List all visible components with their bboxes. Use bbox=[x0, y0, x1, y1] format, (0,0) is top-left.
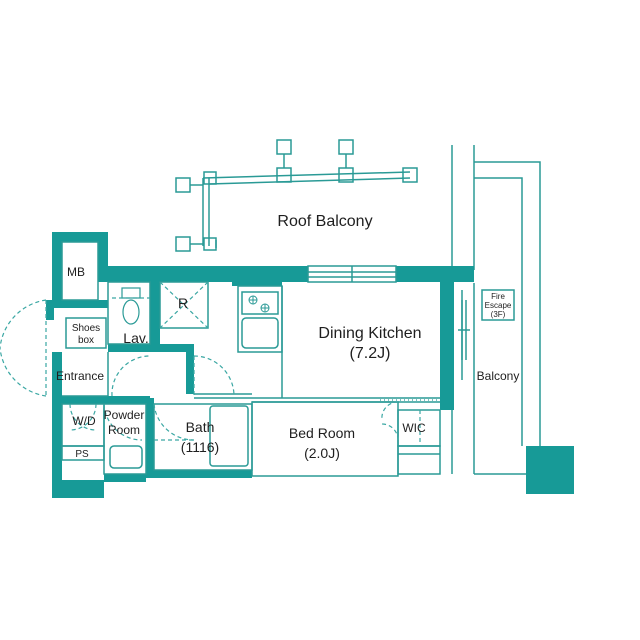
dining-kitchen-label: Dining Kitchen bbox=[318, 325, 421, 342]
bath-size: (1116) bbox=[181, 439, 219, 455]
powder-room-label-line2: Room bbox=[108, 423, 140, 437]
wd-label: W/D bbox=[72, 414, 96, 428]
walls bbox=[46, 232, 574, 498]
door-swings bbox=[0, 281, 421, 446]
refrigerator-label: R bbox=[178, 295, 188, 311]
roof-balcony-label: Roof Balcony bbox=[277, 213, 372, 230]
balcony-label: Balcony bbox=[477, 369, 520, 383]
stove-icon bbox=[248, 295, 270, 313]
bed-room-label: Bed Room bbox=[289, 425, 355, 441]
bath-label: Bath bbox=[186, 419, 215, 435]
ps-label: PS bbox=[75, 449, 89, 460]
wic-label: WIC bbox=[402, 421, 426, 435]
toilet-icon bbox=[121, 287, 141, 325]
lav-label: Lav. bbox=[123, 330, 148, 346]
entrance-label: Entrance bbox=[56, 369, 104, 383]
roof-balcony-railing bbox=[175, 139, 418, 252]
bed-room-size: (2.0J) bbox=[304, 445, 340, 461]
fire-escape-label-line1: Fire bbox=[491, 292, 505, 301]
shoes-box-label-line2: box bbox=[78, 335, 94, 346]
dining-window bbox=[307, 265, 397, 283]
shoes-box-label-line1: Shoes bbox=[72, 323, 100, 334]
labels: Roof Balcony MB Shoes box Lav. R Dining … bbox=[56, 213, 519, 461]
fire-escape-label-line2: Escape bbox=[485, 301, 512, 310]
fire-escape-label-line3: (3F) bbox=[491, 310, 506, 319]
powder-room-label-line1: Powder bbox=[104, 408, 145, 422]
mb-label: MB bbox=[67, 265, 85, 279]
dining-kitchen-size: (7.2J) bbox=[350, 345, 391, 362]
